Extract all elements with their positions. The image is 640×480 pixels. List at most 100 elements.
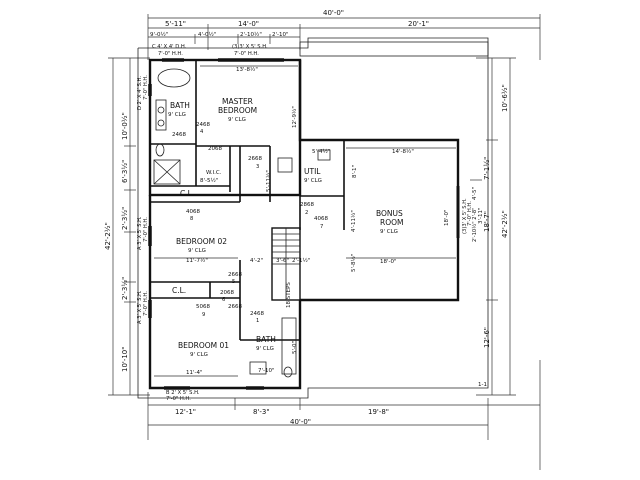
door-2668-c: 2668 [228,304,242,310]
window-right-e3: 2'-10½" 2'-8" [471,207,478,242]
room-closet2-name: C.L. [180,189,194,198]
dim-right-small-b: 3'-11" [478,207,484,224]
room-master-clg: 9' CLG [228,117,246,123]
room-stairs-name: 18 STEPS [286,282,292,308]
walls [148,58,460,390]
dim-util-width: 5'-4½" [312,148,330,155]
dim-util-side: 4'-11½" [350,210,357,232]
room-bath-master-clg: 9' CLG [168,112,186,118]
dim-right-total: 42'-2½" [501,210,509,238]
door-5068: 5068 [196,304,210,310]
room-bath2-clg: 9' CLG [256,346,274,352]
dim-bonus-side: 5'-8½" [350,254,357,272]
door-tag-6: 6 [222,297,225,303]
dim-top-sub-b: 4'-0½" [198,31,216,38]
room-bonus-clg: 9' CLG [380,229,398,235]
tub-icon [157,68,191,88]
dim-top-sub-a: 9'-0½" [150,31,168,38]
dim-top-a: 5'-11" [165,20,186,28]
room-bonus-name2: ROOM [380,218,404,227]
dim-left-a: 10'-0½" [121,112,129,140]
dim-bottom-b: 8'-3" [253,408,270,416]
door-2068-b: 2068 [220,290,234,296]
door-tag-2: 2 [305,210,308,216]
window-left-a2: 7'-0" H.H. [143,217,149,242]
dim-bottom-a: 12'-1" [175,408,196,416]
dim-hall-c: 3'-6" [276,258,289,264]
dim-wic-width: 8'-5½" [200,177,218,184]
door-tag-3a: 3 [256,164,259,170]
dim-left-total: 42'-2½" [104,222,112,250]
interior-dimensions: 13'-8½" 12'-9½" 14'-8½" 18'-0" 18'-0" 5'… [154,65,484,377]
window-right-e2: 7'-0" H.H. [467,201,473,226]
door-tag-9: 9 [202,312,205,318]
door-tag-8: 8 [190,216,193,222]
dim-right-d: 12'-6" [483,327,491,348]
door-tag-7: 7 [320,224,323,230]
left-dimensions: 10'-0½" 6'-3½" 42'-2½" 2'-3½" 2'-3½" 10'… [104,57,150,396]
room-bedroom2-clg: 9' CLG [188,248,206,254]
right-dimensions: 10'-6½" 18'-7" 7'-1½" 42'-2½" 12'-6" [470,57,516,396]
dim-util-depth: 8'-1" [352,165,358,178]
door-2068: 2068 [208,146,222,152]
window-left-a4: 7'-0" H.H. [143,291,149,316]
dim-bed1-width: 11'-4" [186,370,203,376]
door-2468-c: 2468 [250,311,264,317]
window-callouts: C 4' X 4' D.H. 7'-0" H.H. (3)3' X 5' S.H… [137,44,478,402]
room-wic-name: W.I.C. [206,170,222,176]
window-left-d2: 7'-0" H.H. [143,75,149,100]
dim-hall-a: 5'-11½" [265,170,272,192]
room-bath2-name: BATH [256,335,276,344]
dim-bath2-dim: 5'-0" [292,341,298,354]
dim-bonus-lower: 18'-0" [380,259,397,265]
room-util-clg: 9' CLG [304,178,322,184]
window-bottom-b2: 7'-0" H.H. [166,396,191,402]
window-marks [148,58,284,390]
dim-bonus-depth: 18'-0" [444,209,450,226]
fixtures [153,68,331,378]
dim-right-c: 7'-1½" [483,157,491,180]
window-left-a3: A 3' X 5' S.H. [137,290,143,324]
door-2668-a: 2668 [248,156,262,162]
door-2468-a: 2468 [196,122,210,128]
dim-bottom-c: 19'-8" [368,408,389,416]
dim-hall-b: 4'-2" [250,258,263,264]
dim-master-depth: 12'-9½" [291,106,298,128]
roof-outline [137,37,489,399]
dim-top-sub-d: 2'-10" [272,32,289,38]
bottom-dimensions: 12'-1" 8'-3" 19'-8" 40'-0" [147,360,541,470]
window-left-a: A 3' X 5' S.H. [137,216,143,250]
toilet-icon [155,143,165,157]
dim-left-d: 2'-3½" [121,277,129,300]
room-closet1-name: C.L. [172,286,186,295]
dim-right-a: 10'-6½" [501,84,509,112]
window-right-e: (3)3' X 5' S.H. [462,198,468,234]
door-2468-b: 2468 [172,132,186,138]
room-bedroom1-clg: 9' CLG [190,352,208,358]
door-tag-1: 1 [256,318,259,324]
dim-master-width: 13'-8½" [236,66,258,73]
room-util-name: UTIL [304,167,321,176]
section-marker: 1-1 [478,382,487,388]
shower-icon [153,159,181,185]
door-tag-4: 4 [200,129,204,135]
door-labels: 2468 2468 2068 2668 2868 4068 4068 2668 … [172,122,328,324]
room-bedroom1-name: BEDROOM 01 [178,341,229,350]
door-tag-5: 5 [232,279,235,285]
dim-bed2-width: 11'-7½" [186,257,208,264]
window-top-b2: 7'-0" H.H. [234,51,259,57]
door-2668-b: 2668 [228,272,242,278]
dim-left-e: 10'-10" [121,347,129,372]
room-master-name2: BEDROOM [218,106,257,115]
room-bedroom2-name: BEDROOM 02 [176,237,227,246]
top-dimensions: 40'-0" 5'-11" 14'-0" 20'-1" 9'-0½" 4'-0½… [147,9,541,60]
room-bath-master-name: BATH [170,101,190,110]
room-bonus-name: BONUS [376,209,403,218]
dim-top-total: 40'-0" [323,9,344,17]
dim-left-c: 2'-3½" [121,207,129,230]
door-2868: 2868 [300,202,314,208]
dim-bonus-width: 14'-8½" [392,148,414,155]
window-bottom-b: B 2' X 5' S.H. [166,390,200,396]
dim-bottom-total: 40'-0" [290,418,311,426]
